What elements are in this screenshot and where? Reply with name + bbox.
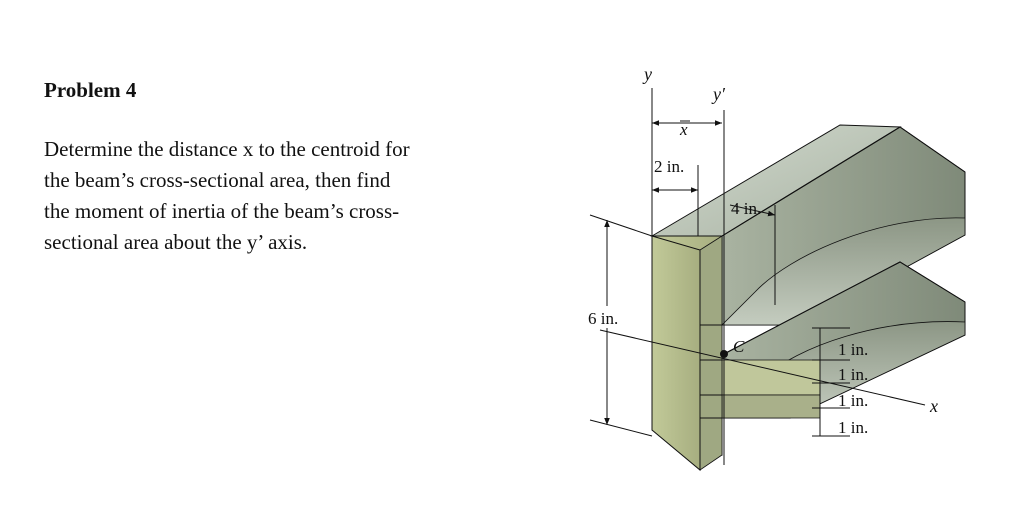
problem-title: Problem 4: [44, 78, 137, 102]
upper-flange: [650, 124, 966, 326]
statement-line-1: Determine the distance x to the centroid…: [44, 137, 410, 161]
one-inch-dimensions: [812, 327, 850, 437]
statement-line-2: the beam’s cross-sectional area, then fi…: [44, 168, 391, 192]
statement-line-3: the moment of inertia of the beam’s cros…: [44, 199, 400, 223]
dim-6in-top-ext: [589, 214, 653, 237]
x-axis-label: x: [929, 396, 938, 416]
x-axis-line: [599, 329, 926, 406]
dim-1in-label-a: 1 in.: [838, 340, 868, 359]
dim-1in-label-b: 1 in.: [838, 365, 868, 384]
web: [651, 235, 723, 472]
dim-6in-label: 6 in.: [588, 309, 618, 328]
dim-6in-bot-ext: [589, 419, 653, 437]
statement-line-4: sectional area about the y’ axis.: [44, 230, 308, 254]
centroid-point: [720, 350, 728, 358]
dim-2in-label: 2 in.: [654, 157, 684, 176]
xbar-label: x: [679, 120, 688, 139]
dim-4in-line: [729, 204, 776, 217]
dim-1in-label-d: 1 in.: [838, 418, 868, 437]
lower-flange: [699, 261, 966, 419]
dim-4in-label: 4 in.: [731, 199, 761, 218]
y-axis-label: y: [642, 64, 652, 84]
centroid-label: C: [733, 337, 745, 356]
dim-1in-label-c: 1 in.: [838, 391, 868, 410]
problem-statement: Determine the distance x to the centroid…: [44, 134, 514, 258]
y-prime-axis-label: y′: [711, 84, 726, 104]
